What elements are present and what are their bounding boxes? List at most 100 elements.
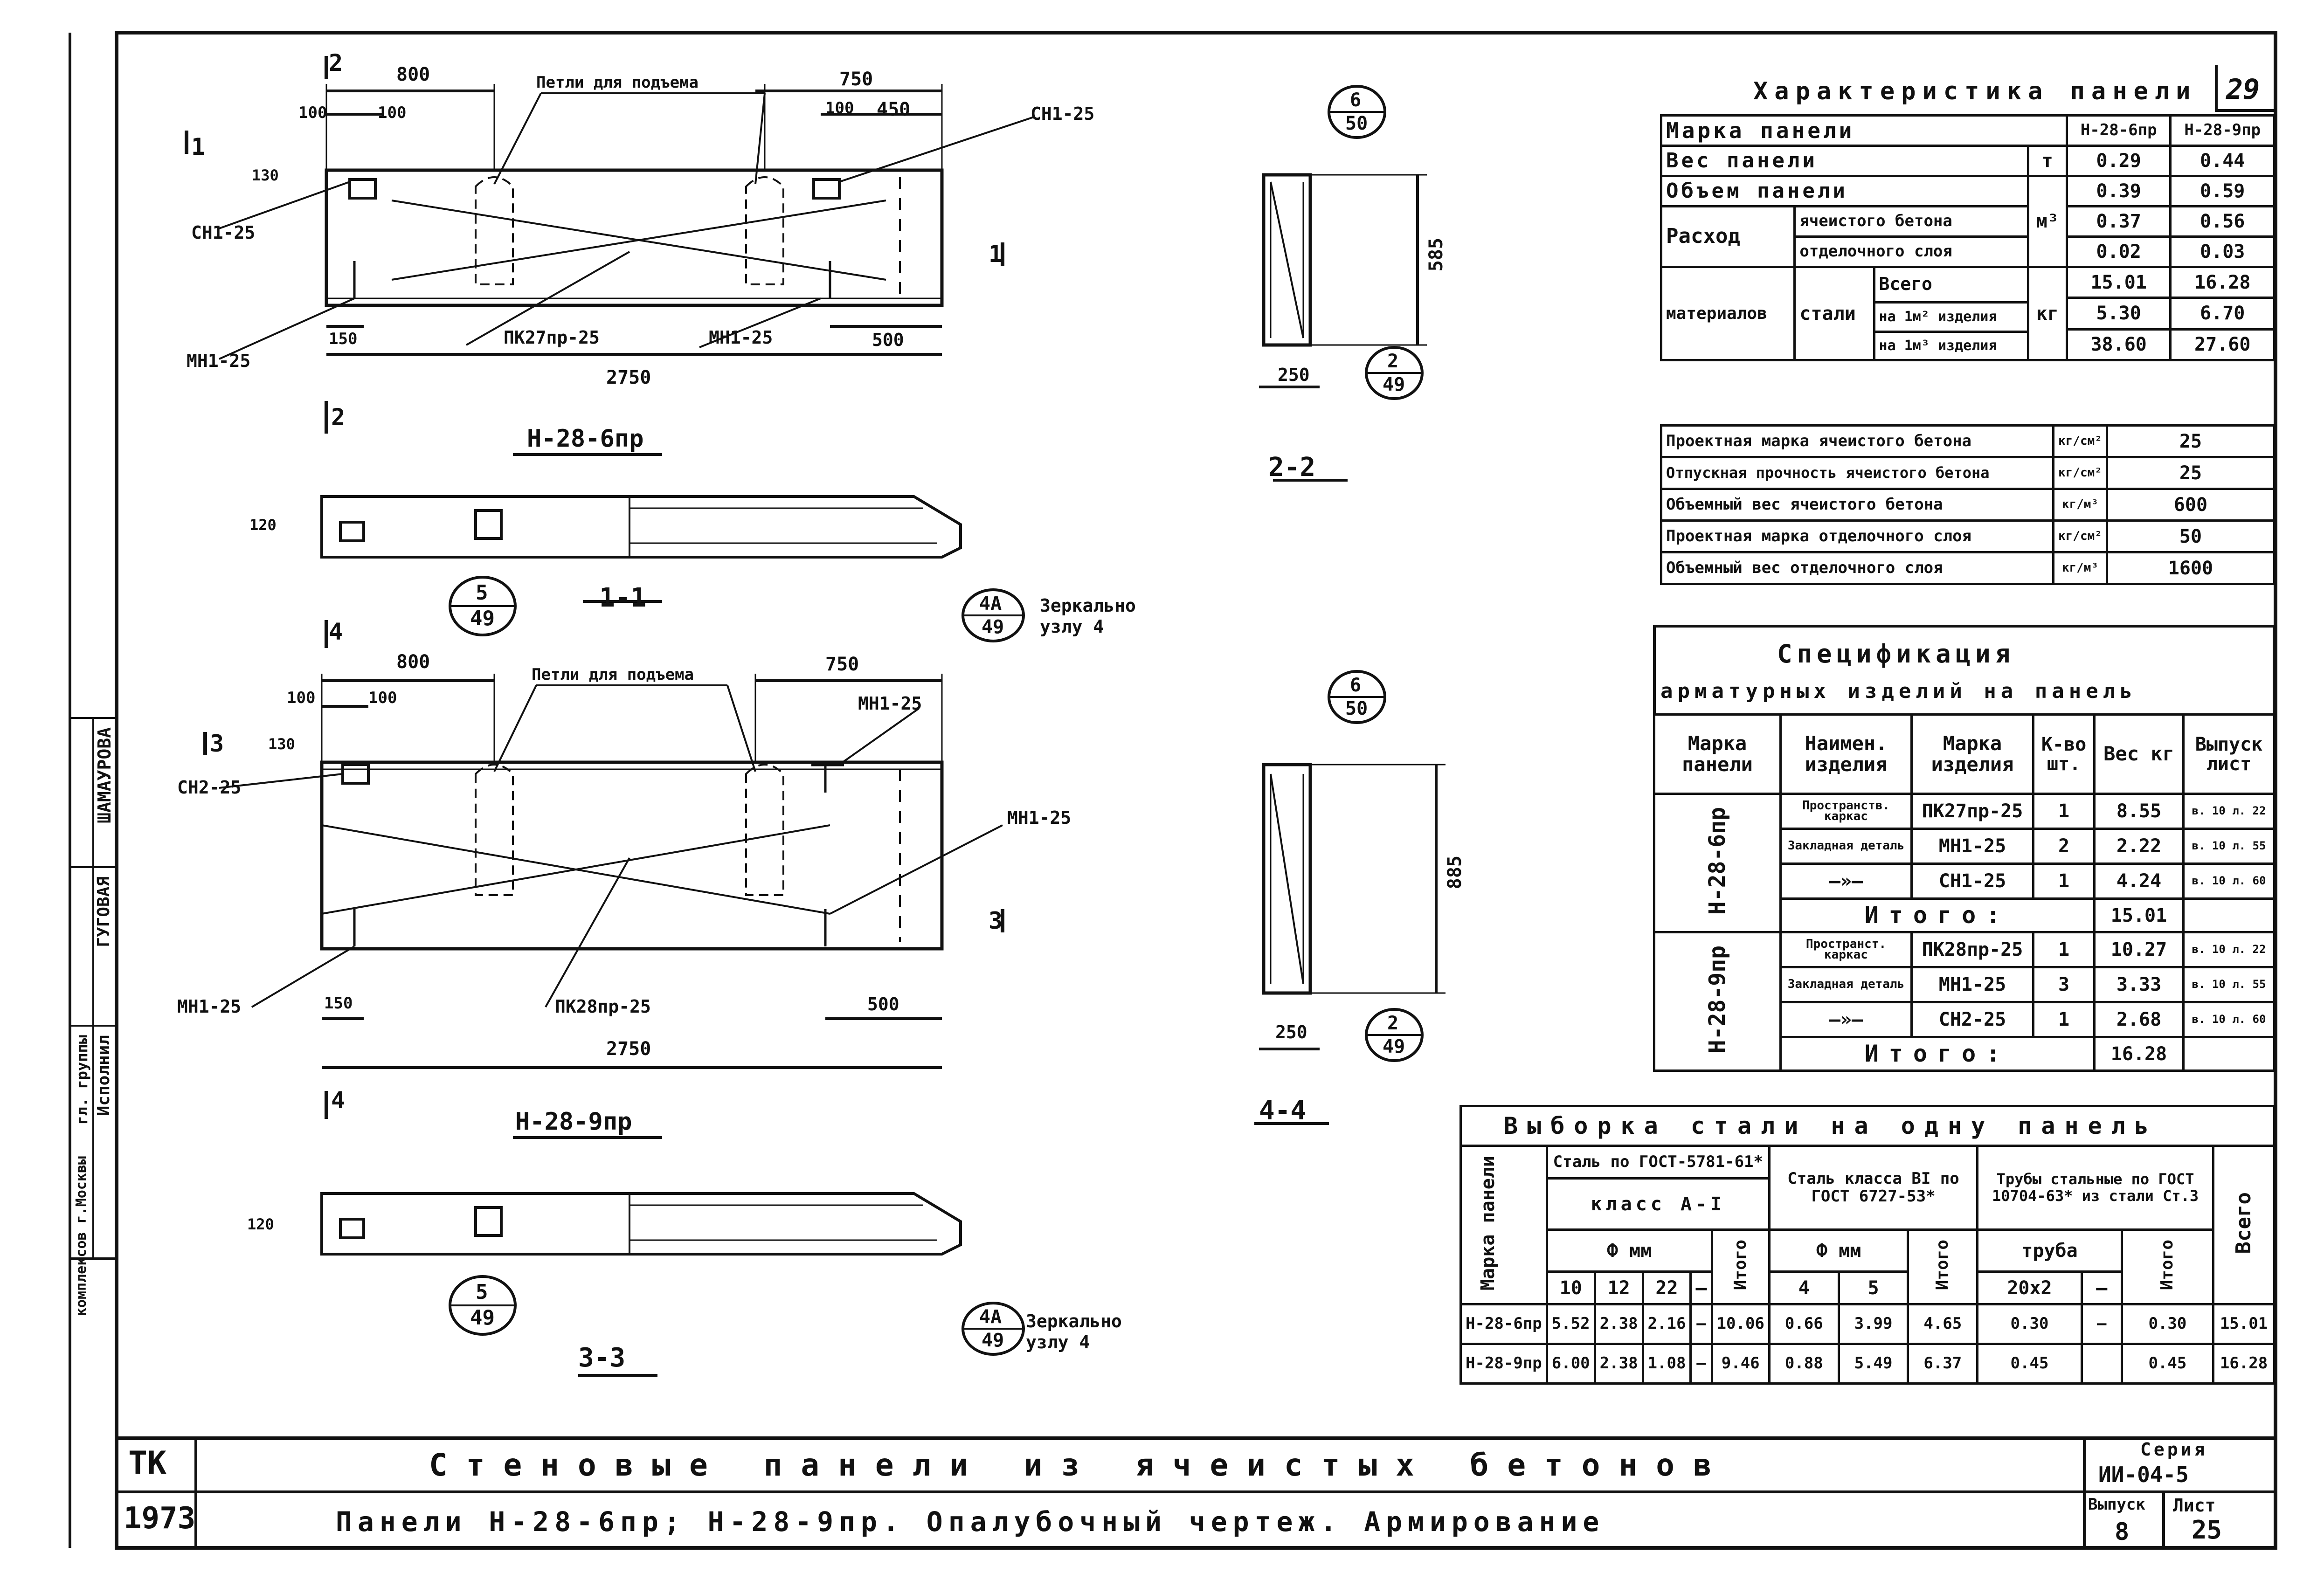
spec-h-mark: Марка изделия bbox=[1910, 713, 2034, 795]
year: 1973 bbox=[124, 1501, 196, 1536]
spec-a0-issue: в. 10 л. 22 bbox=[2182, 793, 2276, 830]
spec-a1-mark: МН1-25 bbox=[1910, 828, 2034, 865]
bubble-2-49-top-den: 49 bbox=[1383, 374, 1405, 395]
pk27-label: ПК27пр-25 bbox=[504, 327, 600, 348]
dim-800: 800 bbox=[396, 64, 430, 85]
steel-phi-2: Ф мм bbox=[1768, 1228, 1909, 1273]
prop-0-label: Проектная марка ячеистого бетона bbox=[1660, 424, 2054, 458]
spec-b1-qty: 3 bbox=[2032, 966, 2096, 1003]
spec-b1-mark: МН1-25 bbox=[1910, 966, 2034, 1003]
dim-500-top: 500 bbox=[872, 330, 904, 350]
dim-885: 885 bbox=[1444, 856, 1466, 890]
steel-d1-3: — bbox=[1689, 1270, 1713, 1305]
steel-g1-header: Сталь по ГОСТ-5781-61* bbox=[1545, 1145, 1771, 1180]
steel-row0-v11: 15.01 bbox=[2212, 1303, 2276, 1345]
finishing-label: отделочного слоя bbox=[1793, 235, 2029, 268]
steel-g1-class: класс А-I bbox=[1545, 1177, 1771, 1231]
spec-b-total-label: Итого: bbox=[1779, 1036, 2096, 1072]
cellular-a: 0.37 bbox=[2065, 205, 2172, 238]
bubble-2-49-bottom-den: 49 bbox=[1383, 1036, 1405, 1057]
section-mark-1-right: 1 bbox=[989, 241, 1003, 268]
spec-a1-qty: 2 bbox=[2032, 828, 2096, 865]
section-mark-2-bottom: 2 bbox=[331, 404, 346, 431]
dim-120-top: 120 bbox=[249, 516, 277, 534]
steel-subtable: стали Всего на 1м² изделия на 1м³ издели… bbox=[1793, 266, 2029, 361]
weight-unit: т bbox=[2027, 145, 2068, 177]
steel-row1-v6: 5.49 bbox=[1837, 1343, 1909, 1385]
per-m2-label: на 1м² изделия bbox=[1874, 302, 2027, 333]
prop-3-value: 50 bbox=[2105, 519, 2276, 553]
steel-d3-1: — bbox=[2080, 1270, 2123, 1305]
prop-1-unit: кг/см² bbox=[2052, 456, 2108, 490]
dim-750-b: 750 bbox=[825, 654, 859, 675]
bubble-6-50-bottom-num: 6 bbox=[1350, 675, 1362, 696]
spec-h-weight: Вес кг bbox=[2093, 713, 2185, 795]
steel-row0-v5: 0.66 bbox=[1768, 1303, 1840, 1345]
weight-label: Вес панели bbox=[1660, 145, 2029, 177]
steel-row0-v2: 2.16 bbox=[1641, 1303, 1692, 1345]
bubble-5-49-bottom-den: 49 bbox=[470, 1306, 495, 1330]
steel-g2-header: Сталь класса BI по ГОСТ 6727-53* bbox=[1768, 1145, 1979, 1231]
bubble-6-50-bottom-den: 50 bbox=[1345, 698, 1368, 719]
steel-row1-v4: 9.46 bbox=[1710, 1343, 1771, 1385]
bubble-2-49-bottom-num: 2 bbox=[1387, 1013, 1399, 1034]
mn1-label-top-right: МН1-25 bbox=[858, 693, 922, 714]
bubble-4a-49-top-den: 49 bbox=[982, 616, 1004, 638]
dim-2750-top: 2750 bbox=[606, 367, 651, 388]
steel-row1-v2: 1.08 bbox=[1641, 1343, 1692, 1385]
steel-selection-table: Выборка стали на одну панель Марка панел… bbox=[1459, 1105, 2276, 1385]
dim-800-b: 800 bbox=[396, 651, 430, 673]
steel-row1-v0: 6.00 bbox=[1545, 1343, 1596, 1385]
prop-0-value: 25 bbox=[2105, 424, 2276, 458]
volume-label: Объем панели bbox=[1660, 175, 2029, 207]
steel-row1-v1: 2.38 bbox=[1593, 1343, 1644, 1385]
steel-row0-mark: Н-28-6пр bbox=[1459, 1303, 1548, 1345]
prop-4-label: Объемный вес отделочного слоя bbox=[1660, 551, 2054, 585]
prop-2-label: Объемный вес ячеистого бетона bbox=[1660, 488, 2054, 522]
mirror-label-top: Зеркально bbox=[1040, 595, 1136, 616]
weight-b: 0.44 bbox=[2169, 145, 2276, 177]
steel-row0-v8: 0.30 bbox=[1976, 1303, 2083, 1345]
steel-label: стали bbox=[1796, 268, 1875, 359]
steel-row0-v4: 10.06 bbox=[1710, 1303, 1771, 1345]
panel-name-9: Н-28-9пр bbox=[515, 1108, 632, 1136]
specification-table: Марка панели Наимен. изделия Марка издел… bbox=[1653, 713, 2276, 1072]
steel-row0-v10: 0.30 bbox=[2120, 1303, 2215, 1345]
mn1-label-right: МН1-25 bbox=[1007, 807, 1072, 828]
section-label-2-2: 2-2 bbox=[1268, 452, 1316, 483]
issue-label: Выпуск bbox=[2088, 1495, 2145, 1514]
spec-b1-issue: в. 10 л. 55 bbox=[2182, 966, 2276, 1003]
per-m3-label: на 1м³ изделия bbox=[1879, 338, 1997, 354]
stamp-a: ШАМАУРОВА bbox=[94, 727, 115, 823]
spec-b-total: 16.28 bbox=[2093, 1036, 2185, 1072]
dim-130-bottom: 130 bbox=[268, 735, 295, 753]
weight-a: 0.29 bbox=[2065, 145, 2172, 177]
steel-row0-v7: 4.65 bbox=[1907, 1303, 1979, 1345]
steel-a-col: 15.01 5.30 38.60 bbox=[2065, 266, 2172, 361]
dim-100-c: 100 bbox=[825, 99, 854, 117]
dim-150-top: 150 bbox=[329, 330, 358, 348]
specification-header: Спецификация арматурных изделий на панел… bbox=[1653, 625, 2276, 713]
spec-b2-issue: в. 10 л. 60 bbox=[2182, 1001, 2276, 1038]
dim-450: 450 bbox=[877, 99, 911, 120]
finishing-b: 0.03 bbox=[2169, 235, 2276, 268]
bubble-4a-49-top-num: 4А bbox=[979, 593, 1002, 614]
total-b: 16.28 bbox=[2172, 268, 2273, 299]
prop-2-value: 600 bbox=[2105, 488, 2276, 522]
steel-row0-v3: — bbox=[1689, 1303, 1713, 1345]
bubble-2-49-top-num: 2 bbox=[1387, 351, 1399, 372]
mirror-label-bottom: Зеркально bbox=[1026, 1311, 1122, 1332]
spec-b0-qty: 1 bbox=[2032, 931, 2096, 968]
pk28-label: ПК28пр-25 bbox=[555, 996, 651, 1017]
steel-d1-1: 12 bbox=[1593, 1270, 1644, 1305]
steel-row0-v1: 2.38 bbox=[1593, 1303, 1644, 1345]
series-code: ИИ-04-5 bbox=[2098, 1462, 2189, 1487]
steel-row1-mark: Н-28-9пр bbox=[1459, 1343, 1548, 1385]
steel-panel-mark-header: Марка панели bbox=[1459, 1145, 1548, 1305]
section-mark-4-top: 4 bbox=[329, 618, 343, 645]
node4-label-top: узлу 4 bbox=[1040, 616, 1104, 637]
prop-1-value: 25 bbox=[2105, 456, 2276, 490]
spec-title-2: арматурных изделий на панель bbox=[1660, 679, 2137, 703]
materials-label: материалов bbox=[1660, 266, 1796, 361]
